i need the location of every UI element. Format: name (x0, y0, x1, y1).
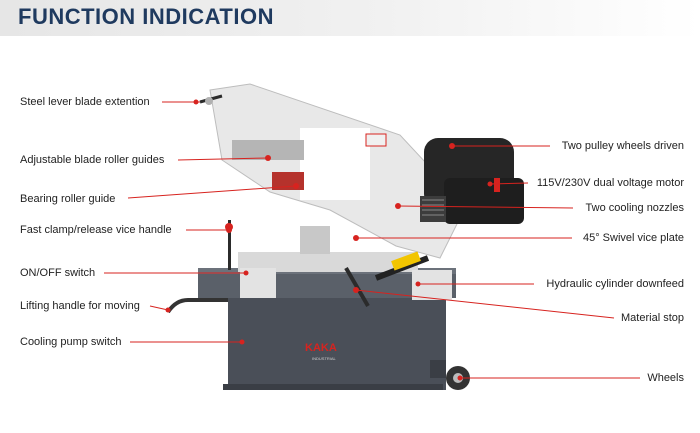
title-banner: FUNCTION INDICATION (0, 0, 700, 36)
label-bearing-roller: Bearing roller guide (20, 193, 116, 205)
label-nozzles: Two cooling nozzles (585, 202, 684, 214)
arm-window (300, 128, 370, 200)
hydraulic-band (391, 251, 421, 271)
vice-bed (238, 252, 418, 272)
label-vice-handle: Fast clamp/release vice handle (20, 224, 172, 236)
brand-logo: KAKA (305, 342, 337, 354)
label-swivel: 45° Swivel vice plate (582, 232, 684, 244)
label-cooling-switch: Cooling pump switch (20, 336, 122, 348)
label-material-stop: Material stop (621, 312, 684, 324)
motor (444, 178, 524, 224)
label-roller-guides: Adjustable blade roller guides (20, 154, 165, 166)
label-lifting-handle: Lifting handle for moving (20, 300, 140, 312)
lever-knob (205, 97, 213, 105)
warning-plate (365, 133, 387, 147)
label-pulley: Two pulley wheels driven (561, 140, 684, 152)
label-steel-lever: Steel lever blade extention (20, 96, 150, 108)
label-hydraulic: Hydraulic cylinder downfeed (546, 278, 684, 290)
lifting-handle (166, 298, 228, 314)
base-plinth (223, 384, 443, 390)
roller-guide-bar (232, 140, 304, 160)
vice-jaw (300, 226, 330, 254)
wheel-bracket (430, 360, 446, 378)
label-wheels: Wheels (647, 372, 684, 384)
brand-sub: INDUSTRIAL (312, 356, 337, 361)
vice-handle-rod (228, 220, 231, 270)
label-motor: 115V/230V dual voltage motor (536, 177, 684, 189)
motor-label (494, 178, 500, 192)
material-stop (344, 266, 370, 308)
page-title: FUNCTION INDICATION (18, 4, 274, 29)
label-onoff-switch: ON/OFF switch (20, 267, 96, 279)
callout-dots (165, 99, 493, 381)
callout-lines (104, 101, 640, 379)
base-cabinet (228, 296, 446, 390)
cooling-fins (420, 196, 446, 222)
